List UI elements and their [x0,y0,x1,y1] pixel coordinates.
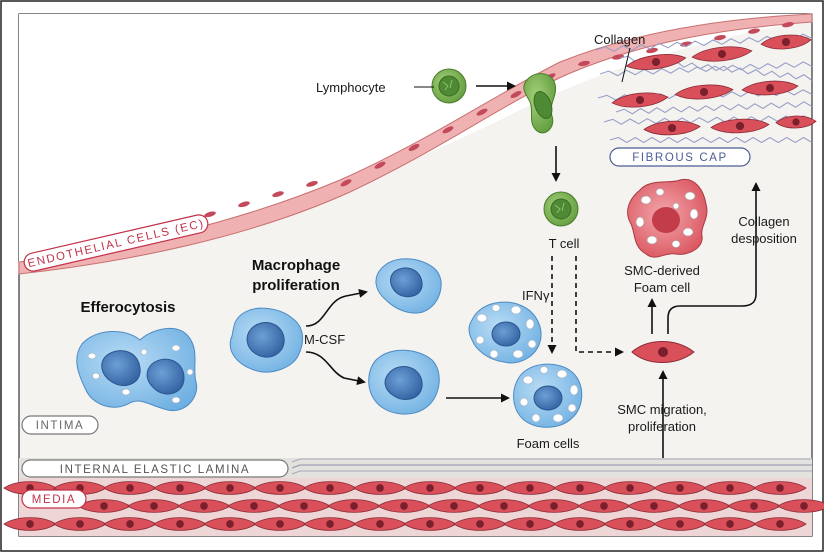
collagen-label: Collagen [594,32,645,47]
media-smcs [3,481,824,531]
endothelial-nucleus [204,211,216,218]
media-smc [453,517,507,531]
media-smc [303,481,357,495]
media-smc [103,481,157,495]
media-smc [277,499,331,513]
media-smc [753,481,807,495]
macrophage-heading-line1: Macrophage [252,257,340,274]
elastic-fiber [291,464,812,469]
media-pill: MEDIA [21,489,87,509]
media-smc [327,499,381,513]
cap-smc [760,34,812,50]
arrow-mcsf-up [305,288,368,327]
media-smc [77,499,131,513]
cap-smc [775,115,817,129]
collagen-fiber [609,136,813,144]
cap-smc [674,84,734,100]
smc-migration-line2: proliferation [628,419,696,434]
endothelial-nucleus [306,181,318,187]
media-smc [103,517,157,531]
collagen-deposition-line2: desposition [731,231,797,246]
smc-derived-foam-cell [627,178,708,258]
media-label: MEDIA [32,494,76,506]
smc-foam-label-line1: SMC-derived [624,263,700,278]
media-smc [753,517,807,531]
fibrous-cap-smcs [611,34,817,136]
smc-migration-line1: SMC migration, [617,402,707,417]
efferocytosis-cells [76,327,198,412]
arrow-tcell-to-smc-dashed [575,256,624,357]
lymphocyte-cell [431,68,467,104]
ifn-gamma-label: IFNγ [522,288,550,303]
arrow-mcsf-down [305,351,366,386]
iel-label: INTERNAL ELASTIC LAMINA [60,464,250,476]
collagen-fiber [599,61,813,77]
smc-foam-label-line2: Foam cell [634,280,690,295]
endothelial-nucleus [374,161,386,169]
macrophage-daughter-top [375,258,442,314]
media-smc [227,499,281,513]
elastic-fiber [291,470,812,475]
endothelial-nucleus [476,108,488,116]
media-smc [553,517,607,531]
macrophage-proliferating [229,307,303,373]
elastic-lamina-fibers [291,458,812,475]
endothelial-nucleus [782,22,794,28]
media-smc [127,499,181,513]
collagen-leader [621,47,631,83]
endothelial-nucleus [238,201,250,208]
arrow-collagen-deposition [667,182,761,334]
media-smc [777,499,824,513]
media-smc [653,481,707,495]
cap-smc [691,46,753,62]
endothelial-nucleus [646,47,658,54]
media-smc [303,517,357,531]
endothelial-nucleus [510,90,522,98]
endothelial-nucleus [408,144,420,152]
foam-cell-upper [468,301,542,364]
cap-smc [625,54,687,70]
cap-smc [710,118,770,134]
media-smc [727,499,781,513]
media-smc [377,499,431,513]
endothelial-nucleus [748,28,760,34]
foam-cell-lower [513,363,583,428]
media-smc [353,481,407,495]
cap-smc [611,92,669,108]
endothelial-nucleus [272,191,284,198]
cap-smc [741,80,799,96]
foam-cells-label: Foam cells [517,436,580,451]
endothelial-nucleus [340,179,352,187]
pathway-arrows [305,47,761,458]
elastic-fiber [291,458,812,463]
macrophage-daughter-bottom [368,349,440,415]
endothelial-nucleus [442,126,454,134]
endothelium-band [18,13,813,275]
macrophage-heading-line2: proliferation [252,277,340,294]
mcsf-label: M-CSF [304,332,345,347]
t-cell [543,191,579,227]
collagen-deposition-line1: Collagen [738,214,789,229]
fibrous-cap-label: FIBROUS CAP [632,152,728,164]
cap-smc [643,120,701,136]
iel-pill: INTERNAL ELASTIC LAMINA [21,459,289,478]
fibrous-cap-pill: FIBROUS CAP [609,147,751,167]
endothelial-nucleus [578,60,590,67]
efferocytosis-heading: Efferocytosis [80,299,175,316]
media-smc [153,481,207,495]
intima-pill: INTIMA [21,415,99,435]
lymphocyte-label: Lymphocyte [316,80,386,95]
intima-label: INTIMA [36,420,85,432]
lumen [19,14,812,268]
endothelial-nucleus [714,34,726,41]
migrating-smc [631,341,695,363]
t-cell-label: T cell [549,236,580,251]
transmigrating-lymphocyte [523,73,557,134]
media-smc [703,481,757,495]
media-smc [153,517,207,531]
collagen-fiber [615,101,813,115]
